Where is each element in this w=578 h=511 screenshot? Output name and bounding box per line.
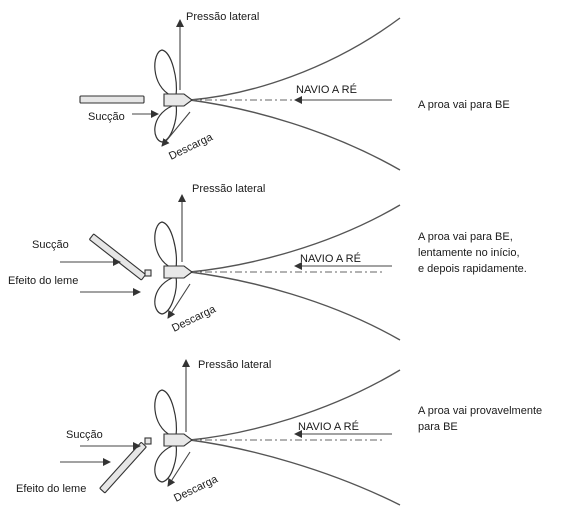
ship-astern-label: NAVIO A RÉ bbox=[296, 83, 357, 96]
propeller bbox=[154, 221, 193, 315]
panel-bottom: Pressão lateral NAVIO A RÉ Sucção Efeito… bbox=[16, 359, 545, 506]
lateral-pressure-label: Pressão lateral bbox=[192, 183, 265, 195]
panel-middle: Pressão lateral NAVIO A RÉ Sucção Efeito… bbox=[8, 183, 527, 341]
suction-label: Sucção bbox=[66, 429, 103, 441]
propeller bbox=[154, 49, 193, 143]
rudder-effect-label: Efeito do leme bbox=[16, 483, 86, 495]
discharge-arrow bbox=[161, 111, 191, 147]
rudder bbox=[79, 95, 145, 104]
suction-label: Sucção bbox=[32, 239, 69, 251]
maneuver-note-line: A proa vai para BE, bbox=[418, 231, 513, 243]
rudder-effect-label: Efeito do leme bbox=[8, 275, 78, 287]
hull-outline-lower bbox=[189, 271, 401, 341]
hull-outline-lower bbox=[189, 439, 401, 506]
propeller bbox=[154, 389, 193, 483]
discharge-arrow bbox=[167, 451, 191, 487]
rudder bbox=[99, 442, 147, 494]
lateral-pressure-label: Pressão lateral bbox=[186, 11, 259, 23]
maneuver-note: A proa vai para BE, lentamente no início… bbox=[418, 231, 527, 275]
discharge-arrow bbox=[167, 283, 191, 319]
rudder-post bbox=[144, 269, 152, 277]
ship-astern-label: NAVIO A RÉ bbox=[300, 252, 361, 265]
hull-outline-upper bbox=[189, 17, 401, 101]
hull-outline-upper bbox=[189, 369, 401, 441]
suction-label: Sucção bbox=[88, 111, 125, 123]
maneuver-note-line: A proa vai provavelmente bbox=[418, 405, 542, 417]
maneuver-note: A proa vai provavelmente para BE bbox=[418, 405, 545, 433]
discharge-label: Descarga bbox=[167, 131, 215, 163]
rudder-post bbox=[144, 437, 152, 445]
maneuver-note-line: para BE bbox=[418, 421, 458, 433]
lateral-pressure-label: Pressão lateral bbox=[198, 359, 271, 371]
maneuver-note-line: e depois rapidamente. bbox=[418, 263, 527, 275]
ship-astern-label: NAVIO A RÉ bbox=[298, 420, 359, 433]
maneuver-note-line: A proa vai para BE bbox=[418, 99, 510, 111]
discharge-label: Descarga bbox=[170, 303, 218, 335]
discharge-label: Descarga bbox=[172, 473, 220, 505]
maneuver-note: A proa vai para BE bbox=[418, 99, 510, 111]
hull-outline-upper bbox=[189, 204, 401, 273]
hull-outline-lower bbox=[189, 99, 401, 171]
rudder bbox=[89, 233, 146, 281]
maneuver-note-line: lentamente no início, bbox=[418, 247, 520, 259]
panel-top: Pressão lateral NAVIO A RÉ Sucção Descar… bbox=[79, 11, 510, 171]
